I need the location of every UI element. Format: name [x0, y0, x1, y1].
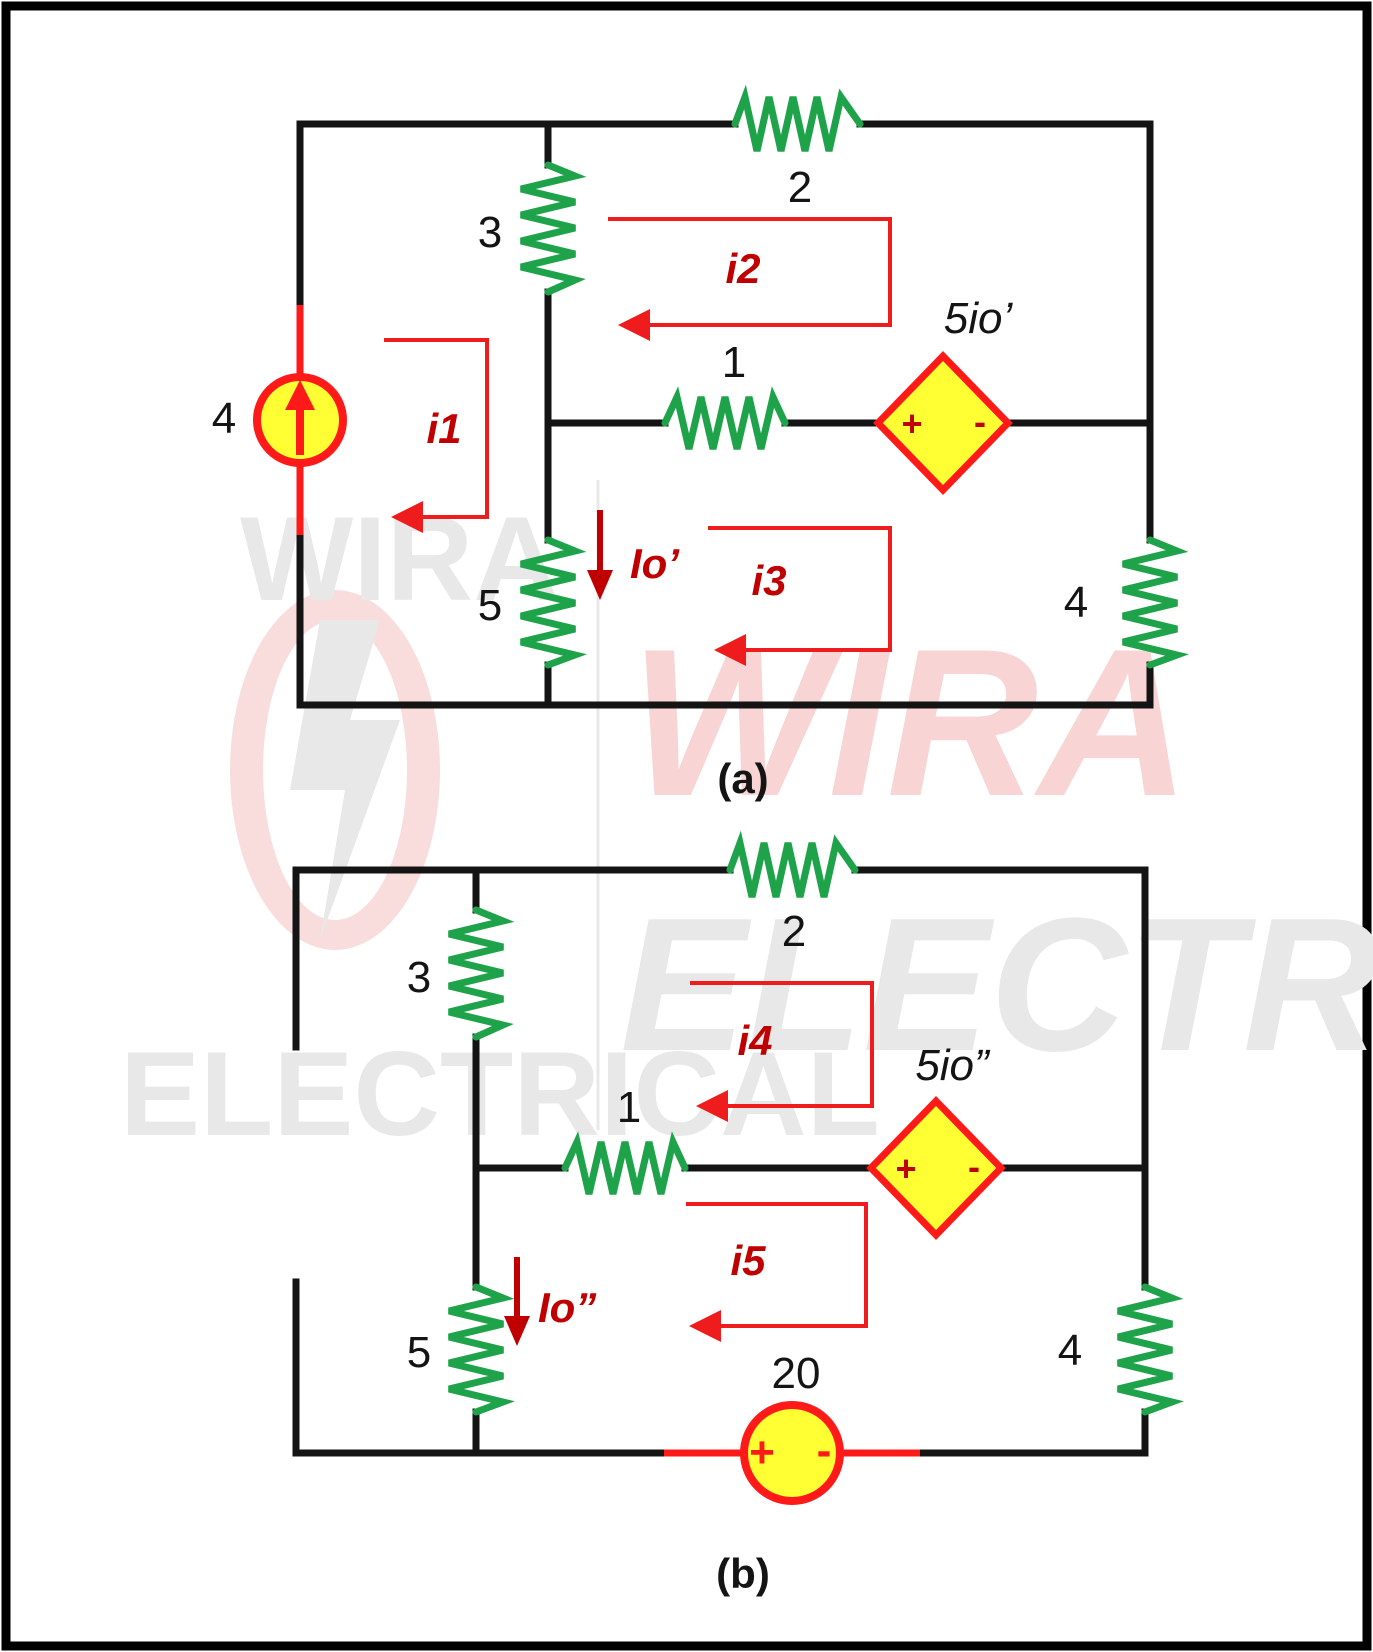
label-b-voltage-source: 20: [772, 1349, 821, 1398]
dependent-source-b-plus: +: [895, 1148, 916, 1189]
dependent-source-b-body: [866, 1095, 1006, 1241]
resistor-b-3: [448, 906, 515, 1041]
label-a-resistor-3: 3: [478, 208, 502, 257]
label-b-dependent-source: 5io”: [915, 1041, 991, 1090]
label-a-mesh-3: i3: [751, 557, 786, 604]
label-b-io: Io”: [538, 1284, 596, 1331]
wire-a-bottom: [296, 531, 1154, 709]
circuit-a: + - 2 3 1 5 4 4 5io’ i1 i2 i3 Io’ (a): [212, 84, 1189, 802]
wire-b-top-right: [851, 866, 1149, 1291]
circuit-b: + - + - 2 3 1 5 4 20 5io” i4 i5 Io” (b): [292, 830, 1184, 1597]
resistor-a-1: [661, 386, 789, 450]
mesh-a-2-arrow: [608, 217, 892, 341]
current-source-a: [253, 305, 347, 535]
dependent-source-a-plus: +: [901, 403, 922, 444]
label-a-io: Io’: [630, 540, 680, 587]
label-a-resistor-1: 1: [722, 338, 746, 387]
circuit-b-wires: [292, 866, 1149, 1457]
dependent-source-a-minus: -: [974, 401, 986, 442]
label-b-resistor-3: 3: [407, 953, 431, 1002]
label-a-mesh-2: i2: [725, 245, 760, 292]
resistor-b-2: [726, 830, 859, 898]
label-a-resistor-2: 2: [788, 163, 812, 212]
up-arrow-icon: [285, 380, 315, 410]
dependent-source-a: + -: [873, 350, 1013, 496]
watermark-text-bottom-left: ELECTRICAL: [120, 1027, 880, 1161]
mesh-a-1-arrow: [384, 338, 489, 533]
resistor-b-4: [1117, 1283, 1184, 1416]
voltage-source-b: + -: [664, 1401, 920, 1505]
label-b-resistor-4: 4: [1058, 1326, 1082, 1375]
wire-a-top-left: [296, 120, 739, 309]
caption-b: (b): [716, 1550, 770, 1597]
resistor-a-3: [520, 161, 587, 296]
voltage-source-b-minus: -: [817, 1426, 832, 1475]
wire-a-top-right: [856, 120, 1154, 544]
wire-b-top-left: [292, 866, 734, 1051]
label-a-dependent-source: 5io’: [944, 294, 1014, 343]
resistor-b-1: [561, 1131, 689, 1195]
resistor-a-5: [520, 536, 587, 669]
resistor-a-4: [1122, 536, 1189, 669]
label-b-resistor-1: 1: [617, 1083, 641, 1132]
voltage-source-b-plus: +: [749, 1428, 775, 1477]
down-arrow-icon: [504, 1316, 530, 1346]
label-b-mesh-4: i4: [737, 1017, 772, 1064]
label-a-resistor-4: 4: [1064, 578, 1088, 627]
mesh-a-3-arrow: [708, 526, 892, 666]
wire-b-bottom-left: [292, 1278, 668, 1457]
label-b-resistor-2: 2: [782, 907, 806, 956]
watermark-text-top-right: WIRA: [630, 605, 1190, 840]
caption-a: (a): [717, 755, 768, 802]
mesh-b-4-arrow: [690, 981, 874, 1122]
voltage-source-b-body: [740, 1401, 844, 1505]
wire-b-bottom-right: [916, 1408, 1149, 1457]
label-a-resistor-5: 5: [478, 581, 502, 630]
label-a-current-source: 4: [212, 394, 236, 443]
down-arrow-icon: [587, 570, 613, 600]
watermark-bolt-icon: [290, 620, 400, 940]
dependent-source-a-body: [873, 350, 1013, 496]
label-b-mesh-5: i5: [730, 1237, 766, 1284]
current-arrow-a: [587, 510, 613, 600]
current-arrow-b: [504, 1257, 530, 1346]
resistor-a-2: [731, 84, 864, 152]
dependent-source-b-minus: -: [968, 1146, 980, 1187]
circuit-a-wires: [296, 120, 1154, 709]
dependent-source-b: + -: [866, 1095, 1006, 1241]
mesh-b-5-arrow: [686, 1202, 868, 1342]
watermark-text-top-left: WIRA: [240, 492, 560, 626]
label-a-mesh-1: i1: [426, 405, 461, 452]
resistor-b-5: [448, 1283, 515, 1416]
label-b-resistor-5: 5: [407, 1328, 431, 1377]
